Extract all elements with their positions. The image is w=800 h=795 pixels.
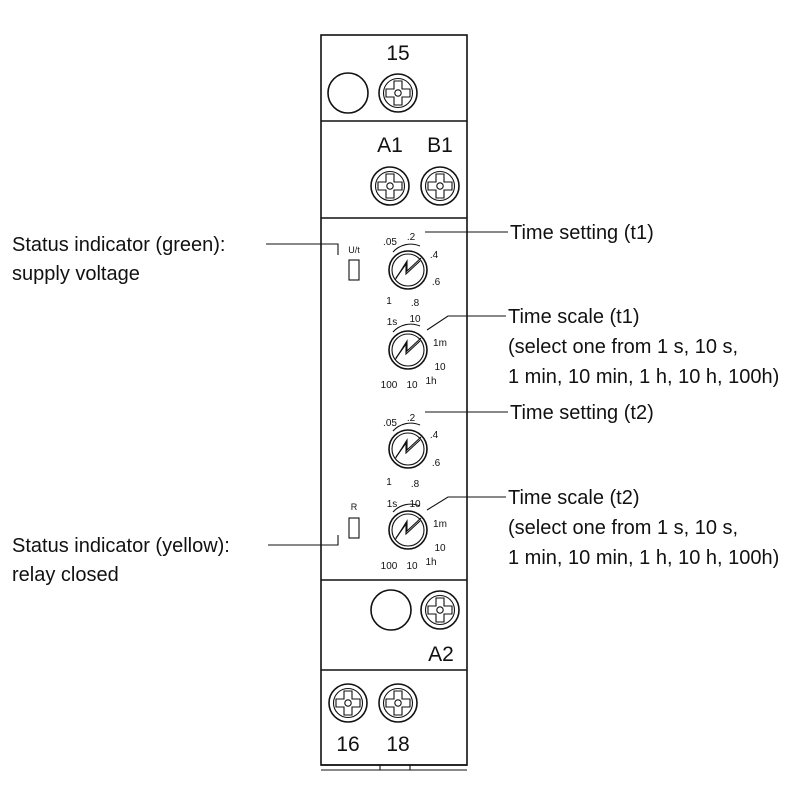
callout-time-scale-t2-line1: Time scale (t2) bbox=[508, 487, 640, 509]
screw-terminal-a1 bbox=[370, 166, 410, 206]
svg-text:.6: .6 bbox=[432, 458, 441, 469]
svg-text:10: 10 bbox=[434, 362, 446, 373]
relay-housing bbox=[320, 34, 468, 771]
terminal-15-label: 15 bbox=[386, 42, 409, 65]
indicator-r-label: R bbox=[351, 502, 358, 512]
svg-text:100: 100 bbox=[381, 561, 398, 572]
callout-status-green-line1: Status indicator (green): bbox=[12, 234, 225, 256]
terminal-b1-label: B1 bbox=[427, 134, 453, 157]
callout-status-yellow-line1: Status indicator (yellow): bbox=[12, 535, 230, 557]
svg-text:.6: .6 bbox=[432, 277, 441, 288]
callout-time-scale-t2-line2: (select one from 1 s, 10 s, bbox=[508, 517, 738, 539]
screw-terminal-b1 bbox=[420, 166, 460, 206]
callout-leaders bbox=[266, 231, 508, 546]
callout-time-scale-t2-line3: 1 min, 10 min, 1 h, 10 h, 100h) bbox=[508, 547, 779, 569]
svg-text:.2: .2 bbox=[407, 413, 416, 424]
svg-text:1s: 1s bbox=[387, 499, 398, 510]
svg-text:1: 1 bbox=[386, 477, 392, 488]
svg-text:10: 10 bbox=[434, 543, 446, 554]
svg-text:10: 10 bbox=[406, 380, 418, 391]
callout-time-setting-t1: Time setting (t1) bbox=[510, 222, 654, 244]
indicator-ut-label: U/t bbox=[348, 245, 360, 255]
svg-text:.4: .4 bbox=[430, 430, 439, 441]
callout-status-green-line2: supply voltage bbox=[12, 263, 140, 285]
svg-text:10: 10 bbox=[409, 499, 421, 510]
svg-text:.4: .4 bbox=[430, 250, 439, 261]
callout-status-yellow-line2: relay closed bbox=[12, 564, 119, 586]
screw-terminal-16 bbox=[328, 683, 368, 723]
status-indicator-green bbox=[348, 259, 360, 281]
svg-text:.8: .8 bbox=[411, 298, 420, 309]
terminal-16-label: 16 bbox=[336, 733, 359, 756]
screw-terminal-a2 bbox=[420, 590, 460, 630]
time-setting-t2-dial: .05 .2 .4 .6 .8 1 bbox=[383, 413, 441, 490]
callout-time-scale-t1-line3: 1 min, 10 min, 1 h, 10 h, 100h) bbox=[508, 366, 779, 388]
svg-text:.05: .05 bbox=[383, 418, 397, 429]
svg-text:1m: 1m bbox=[433, 519, 447, 530]
terminal-a2-label: A2 bbox=[428, 643, 454, 666]
screw-terminal-15 bbox=[378, 73, 418, 113]
led-window-top bbox=[327, 72, 369, 114]
callout-time-scale-t1-line2: (select one from 1 s, 10 s, bbox=[508, 336, 738, 358]
time-setting-t1-dial: .05 .2 .4 .6 .8 1 bbox=[383, 232, 441, 309]
svg-text:.8: .8 bbox=[411, 479, 420, 490]
time-scale-t1-dial: 1s 10 1m 10 1h 10 100 bbox=[381, 314, 447, 391]
screw-terminal-18 bbox=[378, 683, 418, 723]
svg-text:1m: 1m bbox=[433, 338, 447, 349]
callout-time-setting-t2: Time setting (t2) bbox=[510, 402, 654, 424]
svg-text:1s: 1s bbox=[387, 317, 398, 328]
time-scale-t2-dial: 1s 10 1m 10 1h 10 100 bbox=[381, 499, 447, 572]
terminal-a1-label: A1 bbox=[377, 134, 403, 157]
terminal-18-label: 18 bbox=[386, 733, 409, 756]
svg-text:1h: 1h bbox=[425, 557, 436, 568]
svg-text:1: 1 bbox=[386, 296, 392, 307]
svg-text:100: 100 bbox=[381, 380, 398, 391]
svg-text:.2: .2 bbox=[407, 232, 416, 243]
svg-text:.05: .05 bbox=[383, 237, 397, 248]
svg-text:10: 10 bbox=[409, 314, 421, 325]
status-indicator-yellow bbox=[348, 517, 360, 539]
svg-text:1h: 1h bbox=[425, 376, 436, 387]
svg-text:10: 10 bbox=[406, 561, 418, 572]
callout-time-scale-t1-line1: Time scale (t1) bbox=[508, 306, 640, 328]
led-window-bottom bbox=[370, 589, 412, 631]
